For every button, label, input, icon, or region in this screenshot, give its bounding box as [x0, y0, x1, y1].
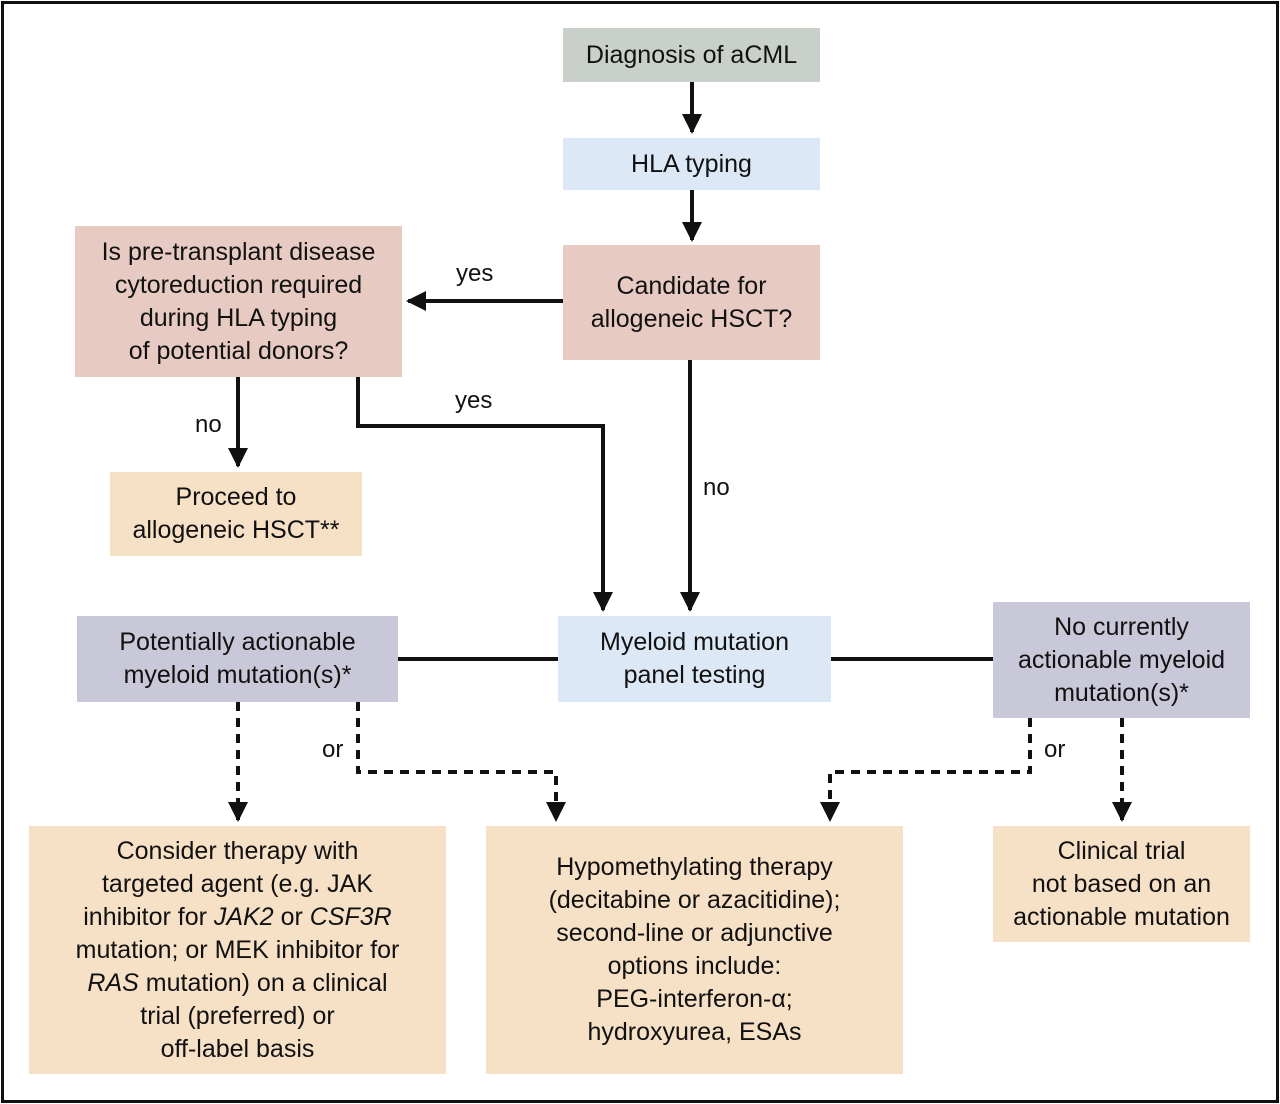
dashed-arrow-not-actionable-to-hypomethylating	[820, 718, 1032, 822]
hypomethylating-text-5: PEG-interferon-α;	[596, 985, 793, 1013]
not-actionable-text-3: mutation(s)*	[1054, 678, 1189, 707]
hypomethylating-box: Hypomethylating therapy (decitabine or a…	[486, 826, 903, 1074]
actionable-box: Potentially actionable myeloid mutation(…	[77, 616, 398, 702]
hypomethylating-text-4: options include:	[607, 952, 782, 980]
label-or-not-actionable: or	[1044, 736, 1066, 763]
targeted-therapy-box: Consider therapy with targeted agent (e.…	[29, 826, 446, 1074]
diagnosis-text: Diagnosis of aCML	[585, 40, 798, 69]
candidate-box: Candidate for allogeneic HSCT?	[563, 245, 820, 360]
label-no-candidate: no	[703, 474, 730, 501]
hypomethylating-text-3: second-line or adjunctive	[556, 919, 833, 947]
panel-testing-text-1: Myeloid mutation	[600, 628, 789, 656]
targeted-text-3: inhibitor for JAK2 or CSF3R	[83, 901, 391, 934]
label-yes-candidate: yes	[456, 260, 494, 287]
targeted-text-6: trial (preferred) or	[140, 1001, 335, 1030]
label-yes-cytoreduction: yes	[455, 387, 493, 414]
clinical-trial-text-1: Clinical trial	[1057, 836, 1186, 865]
cytoreduction-text-1: Is pre-transplant disease	[101, 237, 376, 266]
arrow-cytoreduction-to-panel	[356, 377, 613, 612]
proceed-text-1: Proceed to	[175, 483, 297, 511]
proceed-text-2: allogeneic HSCT**	[132, 516, 340, 544]
label-or-actionable: or	[322, 736, 344, 763]
targeted-text-1: Consider therapy with	[116, 836, 359, 865]
proceed-box: Proceed to allogeneic HSCT**	[110, 472, 362, 556]
cytoreduction-text-4: of potential donors?	[128, 336, 349, 365]
targeted-text-3c: or	[273, 902, 310, 931]
targeted-text-3a: inhibitor for	[83, 902, 214, 931]
diagnosis-box: Diagnosis of aCML	[563, 28, 820, 82]
targeted-text-4: mutation; or MEK inhibitor for	[75, 935, 400, 964]
cytoreduction-text-2: cytoreduction required	[114, 270, 363, 299]
actionable-text-2: myeloid mutation(s)*	[123, 661, 352, 689]
targeted-text-5b: mutation) on a clinical	[138, 968, 388, 997]
hypomethylating-text-6: hydroxyurea, ESAs	[587, 1018, 802, 1046]
not-actionable-text-2: actionable myeloid	[1017, 645, 1226, 674]
clinical-trial-text-2: not based on an	[1031, 869, 1212, 898]
targeted-text-2: targeted agent (e.g. JAK	[101, 869, 373, 898]
hypomethylating-text-2: (decitabine or azacitidine);	[548, 886, 841, 914]
candidate-text-1: Candidate for	[616, 271, 767, 300]
hypomethylating-text-1: Hypomethylating therapy	[556, 853, 833, 881]
panel-testing-text-2: panel testing	[623, 661, 766, 689]
targeted-text-5: RAS mutation) on a clinical	[87, 967, 387, 1000]
targeted-text-7: off-label basis	[160, 1034, 315, 1063]
not-actionable-text-1: No currently	[1054, 612, 1189, 641]
gene-ras: RAS	[87, 968, 139, 997]
gene-jak2: JAK2	[213, 902, 274, 931]
clinical-trial-text-3: actionable mutation	[1013, 902, 1230, 931]
panel-testing-box: Myeloid mutation panel testing	[558, 616, 831, 702]
actionable-text-1: Potentially actionable	[119, 628, 356, 656]
gene-csf3r: CSF3R	[309, 902, 392, 931]
hla-typing-box: HLA typing	[563, 138, 820, 190]
label-no-cytoreduction: no	[195, 411, 222, 438]
cytoreduction-text-3: during HLA typing	[139, 303, 338, 332]
dashed-arrow-actionable-to-hypomethylating	[356, 702, 566, 822]
not-actionable-box: No currently actionable myeloid mutation…	[993, 602, 1250, 718]
clinical-trial-box: Clinical trial not based on an actionabl…	[993, 826, 1250, 942]
candidate-text-2: allogeneic HSCT?	[590, 304, 793, 333]
cytoreduction-box: Is pre-transplant disease cytoreduction …	[75, 226, 402, 377]
hla-typing-text: HLA typing	[631, 149, 752, 178]
